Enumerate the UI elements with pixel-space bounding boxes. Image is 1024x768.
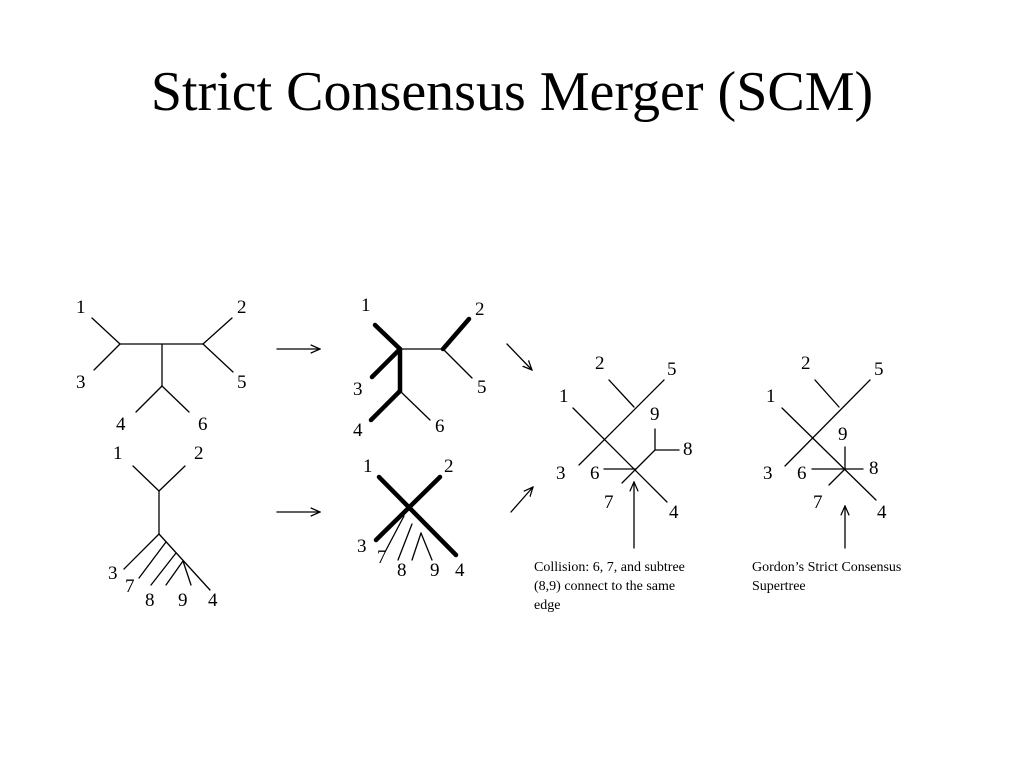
- leaf-label: 5: [874, 359, 884, 380]
- leaf-label: 7: [125, 576, 135, 597]
- tree-edges: [373, 474, 459, 561]
- collision-caption-line: edge: [534, 598, 560, 613]
- leaf-label: 6: [435, 416, 445, 437]
- tree-edges: [123, 465, 211, 591]
- input-tree-top-left: 1 2 3 5 4 6: [76, 297, 247, 435]
- leaf-label: 9: [430, 560, 440, 581]
- slide-title: Strict Consensus Merger (SCM): [150, 61, 874, 123]
- leaf-label: 1: [559, 386, 569, 407]
- leaf-label: 7: [604, 492, 614, 513]
- leaf-label: 8: [145, 590, 155, 611]
- leaf-label: 2: [444, 456, 454, 477]
- leaf-label: 4: [353, 420, 363, 441]
- arrow-diagonal-icon: [506, 343, 532, 370]
- leaf-label: 3: [108, 563, 118, 584]
- leaf-label: 1: [361, 295, 371, 316]
- leaf-label: 4: [669, 502, 679, 523]
- leaf-label: 2: [194, 443, 204, 464]
- leaf-label: 9: [650, 404, 660, 425]
- leaf-label: 2: [595, 353, 605, 374]
- leaf-label: 2: [237, 297, 247, 318]
- tree-edges: [781, 379, 877, 501]
- leaf-label: 6: [198, 414, 208, 435]
- leaf-label: 1: [113, 443, 123, 464]
- leaf-label: 2: [801, 353, 811, 374]
- gordon-caption-line: Gordon’s Strict Consensus: [752, 560, 901, 575]
- leaf-label: 9: [838, 424, 848, 445]
- leaf-label: 1: [363, 456, 373, 477]
- leaf-label: 1: [766, 386, 776, 407]
- input-tree-bottom-left: 1 2 3 7 8 9 4: [108, 443, 218, 611]
- leaf-label: 5: [477, 377, 487, 398]
- leaf-label: 7: [813, 492, 823, 513]
- tree-edges: [572, 379, 680, 503]
- merged-tree-collision: 2 5 1 9 8 3 6 7 4: [556, 353, 693, 523]
- leaf-label: 7: [377, 547, 387, 568]
- leaf-label: 3: [353, 379, 363, 400]
- leaf-label: 5: [237, 372, 247, 393]
- leaf-label: 4: [877, 502, 887, 523]
- leaf-label: 4: [455, 560, 465, 581]
- arrow-diagonal-icon: [510, 487, 533, 513]
- collision-caption-line: Collision: 6, 7, and subtree: [534, 560, 685, 575]
- gordon-caption-line: Supertree: [752, 579, 806, 594]
- leaf-label: 3: [763, 463, 773, 484]
- restricted-tree-top-middle: 1 2 3 5 4 6: [353, 295, 487, 441]
- leaf-label: 1: [76, 297, 86, 318]
- leaf-label: 9: [178, 590, 188, 611]
- leaf-label: 2: [475, 299, 485, 320]
- leaf-label: 5: [667, 359, 677, 380]
- collision-caption-line: (8,9) connect to the same: [534, 579, 675, 594]
- leaf-label: 3: [76, 372, 86, 393]
- tree-edges: [91, 317, 234, 413]
- leaf-label: 8: [683, 439, 693, 460]
- restricted-tree-bottom-middle: 1 2 3 7 8 9 4: [357, 456, 465, 581]
- leaf-label: 8: [397, 560, 407, 581]
- leaf-label: 6: [590, 463, 600, 484]
- leaf-label: 4: [116, 414, 126, 435]
- leaf-label: 4: [208, 590, 218, 611]
- leaf-label: 3: [556, 463, 566, 484]
- tree-edges: [368, 316, 473, 423]
- strict-consensus-supertree: 2 5 1 9 3 6 8 7 4: [763, 353, 887, 523]
- leaf-label: 6: [797, 463, 807, 484]
- leaf-label: 8: [869, 458, 879, 479]
- leaf-label: 3: [357, 536, 367, 557]
